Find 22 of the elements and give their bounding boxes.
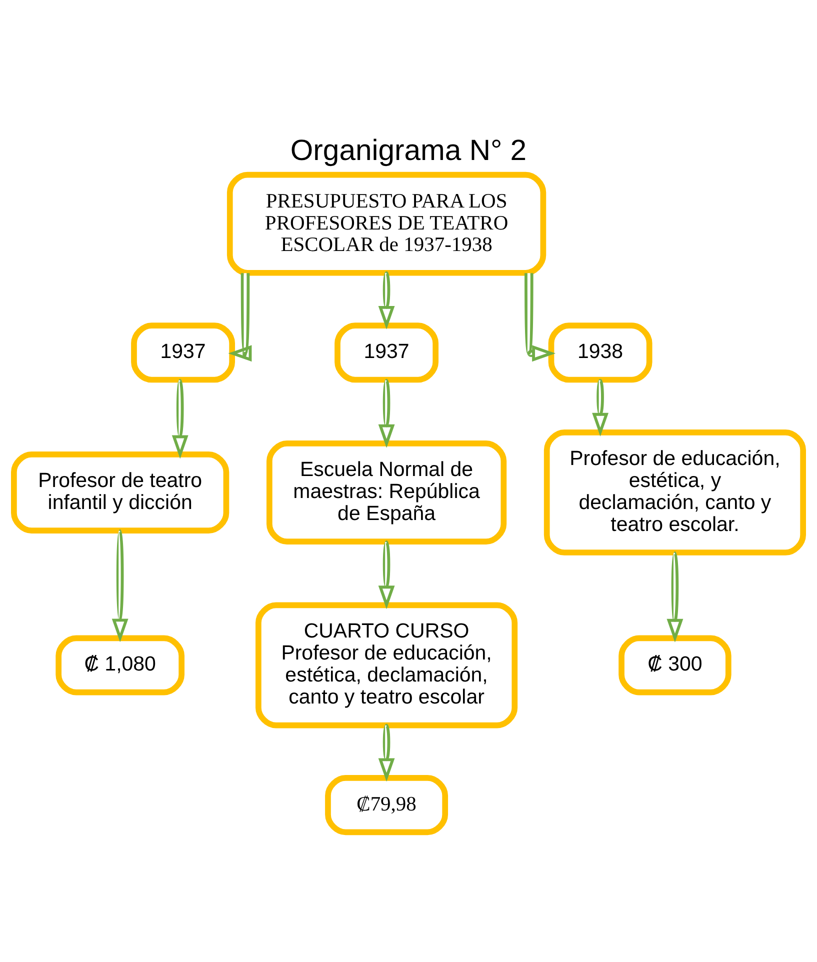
node-box: CUARTO CURSO Profesor de educación, estética, declamación, canto y teatro escolar <box>256 602 518 728</box>
arrow <box>524 272 556 362</box>
arrow <box>378 379 395 448</box>
arrow <box>592 378 608 436</box>
node-box: ₡ 300 <box>618 634 732 695</box>
node-box: Profesor de educación, estética, y declamación, canto y teatro escolar. <box>544 429 806 555</box>
node-box: 1937 <box>131 322 235 382</box>
arrow <box>112 530 128 642</box>
arrow <box>378 272 395 329</box>
arrow <box>378 724 395 782</box>
node-box: PRESUPUESTO PARA LOS PROFESORES DE TEATRO ESCOLAR de 1937-1938 <box>226 171 546 276</box>
node-box: ₡79,98 <box>325 774 448 835</box>
arrow <box>378 540 395 609</box>
node-box: 1938 <box>548 322 652 382</box>
arrow <box>228 272 252 362</box>
arrow <box>172 379 188 458</box>
node-box: Profesor de teatro infantil y dicción <box>11 450 230 533</box>
node-box: Escuela Normal de maestras: República de España <box>266 440 507 544</box>
node-box: 1937 <box>334 322 439 382</box>
arrow <box>666 552 684 642</box>
diagram-title: Organigrama N° 2 <box>290 134 527 167</box>
node-box: ₡ 1,080 <box>56 634 184 695</box>
